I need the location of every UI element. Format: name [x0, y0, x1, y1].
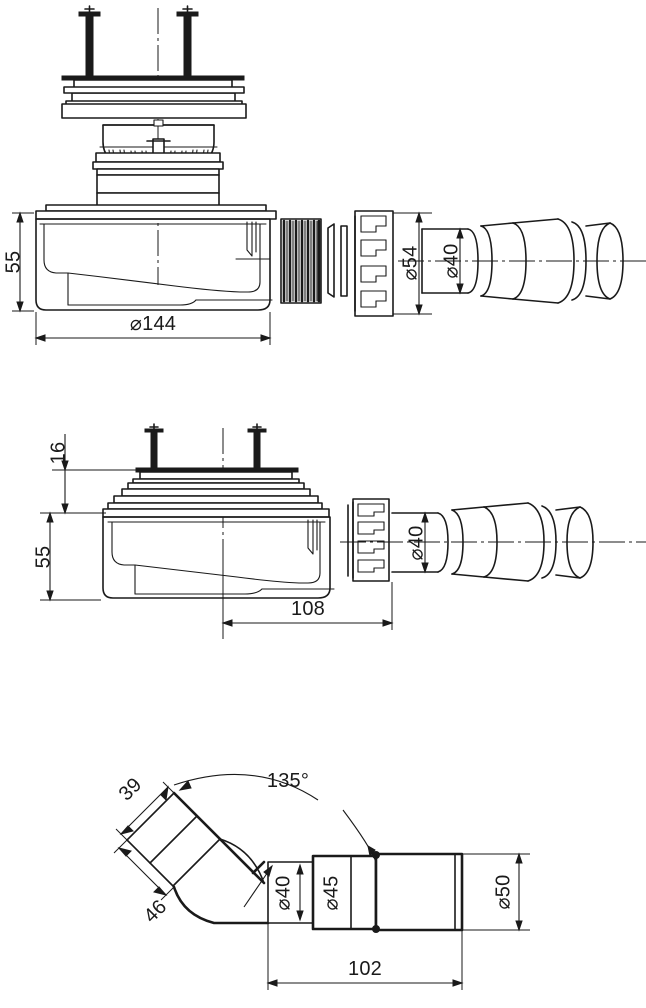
- view2-dim-height-55: 55: [32, 511, 101, 602]
- view-2-assembled-elevation: 16 55 108 ⌀40: [32, 423, 646, 640]
- view1-dim-54-label: ⌀54: [399, 246, 421, 281]
- view2-dim-16-label: 16: [47, 442, 69, 465]
- view1-threaded-nipple: [280, 218, 322, 304]
- view3-dim-40-label: ⌀40: [272, 876, 294, 911]
- view2-dim-108-label: 108: [291, 598, 325, 620]
- view1-washer-gasket: [327, 223, 348, 298]
- view1-dim-diameter-54: ⌀54: [393, 211, 432, 316]
- view3-bore-leader: [243, 864, 273, 908]
- view3-dim-length-102: 102: [266, 923, 464, 990]
- view3-dim-102-label: 102: [348, 958, 382, 980]
- view2-outlet-hose: [340, 502, 646, 582]
- view1-dim-diameter-40: ⌀40: [422, 227, 464, 295]
- view3-outlet-sections: [267, 851, 464, 933]
- view1-flange-plate: [61, 86, 247, 119]
- view1-dim-40-label: ⌀40: [440, 244, 462, 279]
- view1-seal-rings: [92, 152, 224, 212]
- view3-dim-45-label: ⌀45: [320, 876, 342, 911]
- view1-dim-diameter-144: ⌀144: [34, 312, 272, 345]
- view3-dim-diameter-40: ⌀40: [272, 863, 304, 922]
- view1-dim-144-label: ⌀144: [130, 313, 176, 335]
- view2-dim-length-108: 108: [221, 560, 394, 630]
- view3-elbow-body: [126, 791, 270, 925]
- view1-trap-body: [35, 204, 277, 311]
- view1-dim-55-label: 55: [2, 251, 24, 274]
- view-3-elbow-adapter: 135° 39 46 ⌀4: [113, 770, 530, 990]
- view2-dim-40-label: ⌀40: [405, 526, 427, 561]
- view3-dim-diameter-45: ⌀45: [320, 876, 342, 911]
- view1-union-nut: [354, 210, 394, 317]
- view2-dim-55-label: 55: [32, 546, 54, 569]
- view3-dim-diameter-50: ⌀50: [462, 852, 530, 932]
- view-1-exploded-assembly: 55 ⌀144 ⌀54 ⌀40: [2, 5, 646, 345]
- view3-dim-50-label: ⌀50: [492, 875, 514, 910]
- view2-union-nut: [347, 498, 390, 582]
- view3-dim-135-label: 135°: [267, 770, 309, 792]
- view1-dim-height-55: 55: [2, 211, 34, 313]
- view3-angle-arc: 135°: [173, 770, 377, 863]
- view1-bolt-right: [176, 5, 199, 79]
- view2-dim-diameter-40: ⌀40: [392, 511, 429, 574]
- view2-cover-stack: [107, 467, 323, 510]
